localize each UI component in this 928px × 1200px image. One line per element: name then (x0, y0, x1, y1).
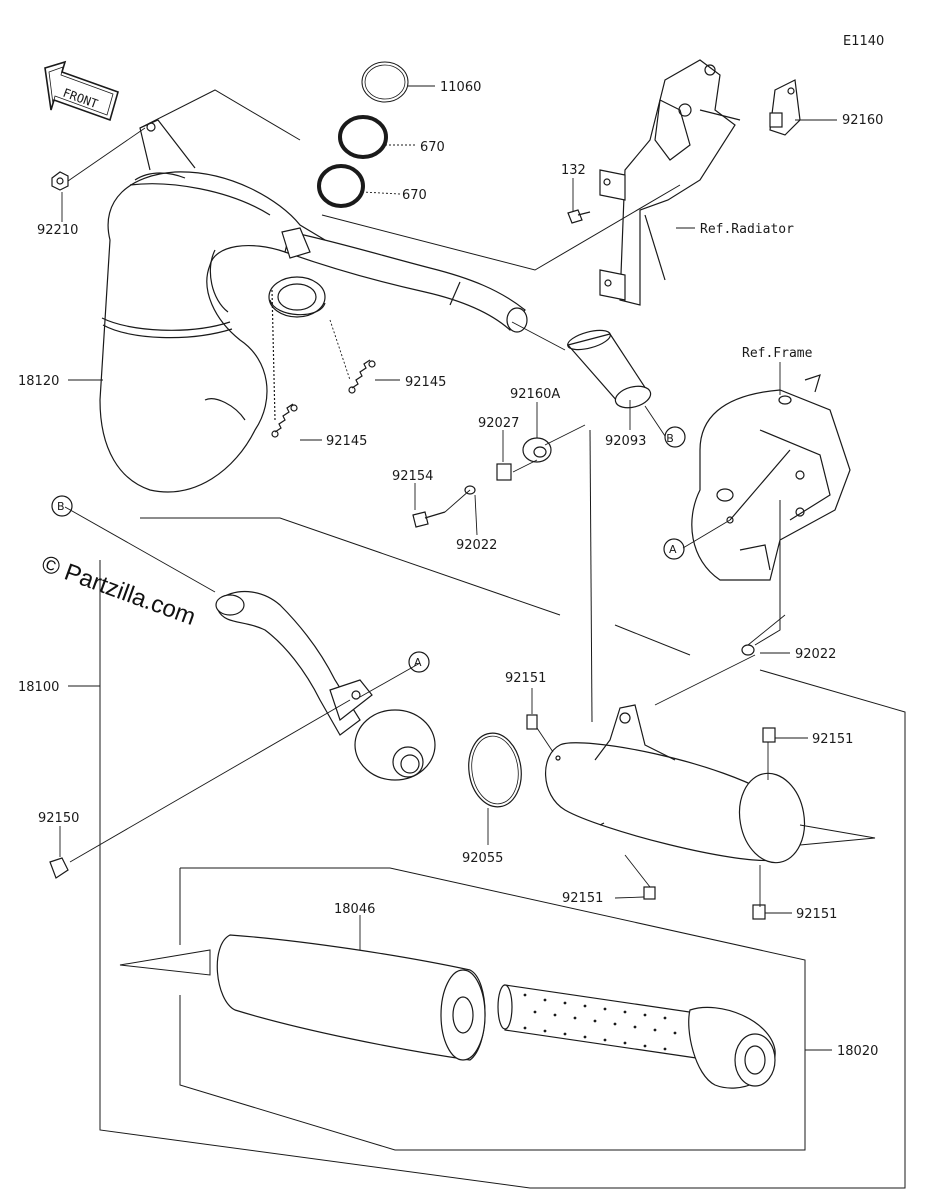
ref-radiator: Ref.Radiator (700, 222, 794, 237)
diagram-code: E1140 (843, 34, 884, 49)
marker-b-circle-upper (664, 426, 686, 448)
radiator-bracket (599, 59, 741, 306)
label-18120: 18120 (18, 374, 59, 389)
label-18100: 18100 (18, 680, 59, 695)
label-92151-b: 92151 (812, 732, 853, 747)
marker-a-circle-lower (408, 651, 430, 673)
washer-92022-small (464, 485, 476, 495)
spring-92145-upper (348, 359, 376, 394)
label-92093: 92093 (605, 434, 646, 449)
exhaust-header-pipe (99, 119, 326, 493)
middle-pipe (281, 227, 528, 333)
label-92145-upper: 92145 (405, 375, 446, 390)
marker-a-circle-frame (663, 538, 685, 560)
marker-a-frame: A (669, 543, 677, 556)
gasket-92055 (468, 732, 522, 808)
nut-92210 (51, 171, 69, 191)
label-18020: 18020 (837, 1044, 878, 1059)
marker-b-upper: B (666, 432, 674, 445)
muffler-front-pipe (215, 591, 436, 781)
label-92151-d: 92151 (796, 907, 837, 922)
marker-b-circle-lower (51, 495, 73, 517)
label-670-upper: 670 (420, 140, 445, 155)
sleeve-92093 (566, 329, 652, 409)
label-92160A: 92160A (510, 387, 560, 402)
oring-670-lower (317, 164, 365, 208)
marker-a-lower: A (414, 656, 422, 669)
bolt-92151-c (643, 886, 656, 900)
label-11060: 11060 (440, 80, 481, 95)
ref-frame: Ref.Frame (742, 346, 813, 361)
collar-92027 (496, 463, 512, 481)
spring-92145-lower (271, 403, 298, 438)
washer-92022 (741, 644, 755, 656)
label-92150: 92150 (38, 811, 79, 826)
label-92154: 92154 (392, 469, 433, 484)
watermark: © Partzilla.com (38, 550, 199, 631)
bracket-92160 (769, 79, 801, 136)
perforated-tube-18020 (497, 984, 776, 1089)
bolt-92151-a (526, 714, 538, 730)
leader-lines (59, 85, 837, 1051)
label-92160: 92160 (842, 113, 883, 128)
label-92151-a: 92151 (505, 671, 546, 686)
bolt-132 (567, 209, 591, 224)
grommet-92160A (522, 437, 552, 463)
label-18046: 18046 (334, 902, 375, 917)
label-92022: 92022 (795, 647, 836, 662)
label-670-lower: 670 (402, 188, 427, 203)
label-92022-small: 92022 (456, 538, 497, 553)
label-92145-lower: 92145 (326, 434, 367, 449)
label-92055: 92055 (462, 851, 503, 866)
label-92027: 92027 (478, 416, 519, 431)
marker-b-lower: B (57, 500, 65, 513)
bolt-92154 (412, 511, 446, 528)
bolt-92151-b (762, 727, 776, 743)
front-arrow-icon (44, 60, 119, 122)
muffler-body (545, 704, 806, 864)
header-flange (268, 276, 326, 318)
assembly-outline (99, 89, 906, 1189)
oring-670-upper (338, 115, 388, 159)
frame-section (691, 374, 851, 581)
gasket-11060 (361, 61, 409, 103)
bolt-92150 (49, 857, 69, 879)
label-92210: 92210 (37, 223, 78, 238)
bolt-92151-d (752, 904, 766, 920)
silencer-18046 (216, 934, 486, 1061)
label-92151-c: 92151 (562, 891, 603, 906)
label-132: 132 (561, 163, 586, 178)
